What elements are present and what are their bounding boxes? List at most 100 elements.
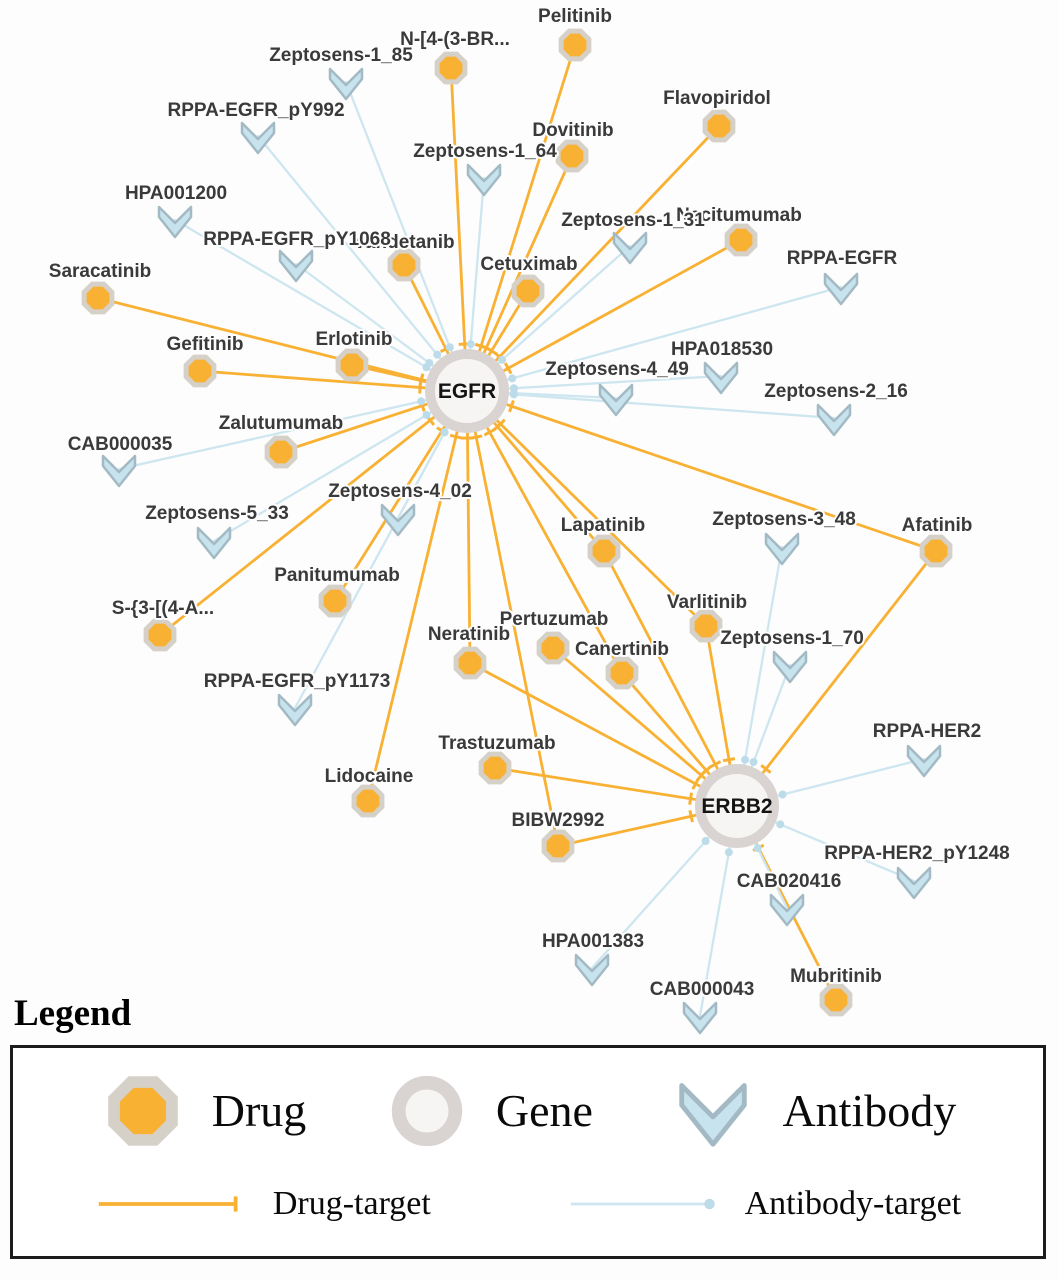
edge-drug-target: [735, 549, 938, 808]
edge-drug-target: [465, 154, 574, 393]
gene-node-erbb2[interactable]: [695, 764, 779, 848]
antibody-target-dot: [425, 358, 434, 367]
antibody-target-dot: [433, 350, 442, 359]
drug-node-lidocaine[interactable]: [351, 784, 385, 818]
drug-node-mubritinib[interactable]: [819, 983, 853, 1017]
antibody-target-dot: [422, 410, 431, 419]
node-label-zeptosens-5-33: Zeptosens-5_33: [145, 503, 289, 524]
edge-antibody-target: [117, 389, 469, 471]
drug-node-canertinib[interactable]: [605, 656, 639, 690]
node-label-cab000043: CAB000043: [650, 979, 755, 1000]
legend-label-antibody: Antibody: [782, 1085, 957, 1137]
drug-target-tee: [696, 769, 707, 781]
drug-node-gefitinib[interactable]: [183, 354, 217, 388]
node-label-trastuzumab: Trastuzumab: [438, 733, 555, 754]
node-label-s-3-4-a: S-{3-[(4-A...: [112, 598, 214, 619]
antibody-node-zeptosens-3-48[interactable]: [764, 532, 800, 566]
antibody-node-zeptosens-1-85[interactable]: [328, 67, 364, 101]
node-label-pertuzumab: Pertuzumab: [500, 609, 609, 630]
antibody-node-hpa001200[interactable]: [157, 205, 193, 239]
drug-target-tee: [688, 792, 693, 805]
gene-node-egfr[interactable]: [425, 349, 509, 433]
edge-drug-target: [449, 66, 469, 393]
legend-item-drug: Drug: [100, 1068, 306, 1154]
node-label-rppa-her2: RPPA-HER2: [873, 721, 981, 742]
legend-item-drug-target: Drug-target: [95, 1185, 431, 1223]
antibody-node-rppa-egfr[interactable]: [823, 272, 859, 306]
antibody-node-zeptosens-4-02[interactable]: [380, 503, 416, 537]
drug-target-tee: [483, 427, 496, 437]
antibody-node-rppa-her2-py1248[interactable]: [896, 866, 932, 900]
legend-item-antibody: Antibody: [670, 1068, 956, 1154]
antibody-node-cab000043[interactable]: [682, 1001, 718, 1035]
node-label-rppa-her2-py1248: RPPA-HER2_pY1248: [824, 843, 1010, 864]
edge-drug-target: [96, 296, 469, 393]
gene-label-egfr: EGFR: [438, 380, 496, 403]
node-label-gefitinib: Gefitinib: [166, 334, 243, 355]
drug-node-bibw2992[interactable]: [541, 829, 575, 863]
drug-node-cetuximab[interactable]: [511, 274, 545, 308]
antibody-node-zeptosens-1-64[interactable]: [466, 163, 502, 197]
drug-node-s-3-4-a[interactable]: [143, 618, 177, 652]
drug-node-panitumumab[interactable]: [318, 584, 352, 618]
edge-drug-target: [198, 369, 469, 393]
antibody-node-hpa001383[interactable]: [574, 953, 610, 987]
drug-node-zalutumumab[interactable]: [264, 435, 298, 469]
legend-item-antibody-target: Antibody-target: [567, 1184, 962, 1223]
drug-node-varlitinib[interactable]: [689, 609, 723, 643]
drug-node-pertuzumab[interactable]: [536, 631, 570, 665]
antibody-target-dot: [509, 390, 518, 399]
antibody-target-dot: [466, 340, 475, 349]
edge-antibody-target: [465, 374, 723, 393]
antibody-node-rppa-her2[interactable]: [906, 744, 942, 778]
node-label-pelitinib: Pelitinib: [538, 6, 612, 27]
drug-target-tee: [709, 760, 722, 769]
antibody-node-cab000035[interactable]: [101, 454, 137, 488]
antibody-node-rppa-egfr-py1173[interactable]: [277, 693, 313, 727]
node-layer: [81, 28, 953, 1035]
node-label-rppa-egfr: RPPA-EGFR: [787, 248, 898, 269]
node-label-rppa-egfr-py992: RPPA-EGFR_pY992: [167, 100, 344, 121]
node-label-hpa018530: HPA018530: [671, 339, 773, 360]
drug-node-saracatinib[interactable]: [81, 281, 115, 315]
legend-edge-row: Drug-target Antibody-target: [13, 1163, 1043, 1256]
antibody-node-zeptosens-1-31[interactable]: [612, 231, 648, 265]
edge-drug-target: [465, 124, 721, 393]
drug-node-neratinib[interactable]: [453, 646, 487, 680]
edge-antibody-target: [293, 389, 469, 710]
drug-node-flavopiridol[interactable]: [702, 109, 736, 143]
legend-label-antibody-target: Antibody-target: [744, 1184, 962, 1222]
drug-node-n-4-3-br[interactable]: [434, 51, 468, 85]
antibody-node-zeptosens-1-70[interactable]: [772, 650, 808, 684]
node-label-vandetanib: Vandetanib: [353, 232, 454, 253]
node-label-necitumumab: Necitumumab: [676, 205, 802, 226]
node-label-flavopiridol: Flavopiridol: [663, 88, 771, 109]
node-label-zeptosens-1-85: Zeptosens-1_85: [269, 45, 413, 66]
antibody-node-cab020416[interactable]: [769, 893, 805, 927]
drug-target-tee: [495, 418, 506, 430]
drug-node-vandetanib[interactable]: [387, 248, 421, 282]
node-label-neratinib: Neratinib: [428, 624, 510, 645]
antibody-target-dot: [498, 355, 507, 364]
drug-node-pelitinib[interactable]: [558, 28, 592, 62]
edge-antibody-target: [256, 134, 469, 393]
antibody-node-rppa-egfr-py992[interactable]: [240, 121, 276, 155]
node-label-zeptosens-1-70: Zeptosens-1_70: [720, 628, 864, 649]
antibody-node-zeptosens-4-49[interactable]: [598, 383, 634, 417]
antibody-node-rppa-egfr-py1068[interactable]: [278, 249, 314, 283]
drug-node-lapatinib[interactable]: [587, 534, 621, 568]
drug-node-necitumumab[interactable]: [724, 223, 758, 257]
antibody-target-dot: [440, 428, 449, 437]
antibody-target-dot: [753, 844, 762, 853]
drug-node-trastuzumab[interactable]: [478, 751, 512, 785]
drug-node-erlotinib[interactable]: [335, 348, 369, 382]
edge-drug-target: [158, 389, 469, 637]
antibody-node-hpa018530[interactable]: [703, 361, 739, 395]
antibody-node-zeptosens-5-33[interactable]: [196, 526, 232, 560]
drug-node-dovitinib[interactable]: [555, 139, 589, 173]
drug-target-tee: [485, 346, 498, 356]
drug-target-tee: [688, 810, 694, 823]
drug-node-afatinib[interactable]: [919, 534, 953, 568]
antibody-node-zeptosens-2-16[interactable]: [816, 403, 852, 437]
